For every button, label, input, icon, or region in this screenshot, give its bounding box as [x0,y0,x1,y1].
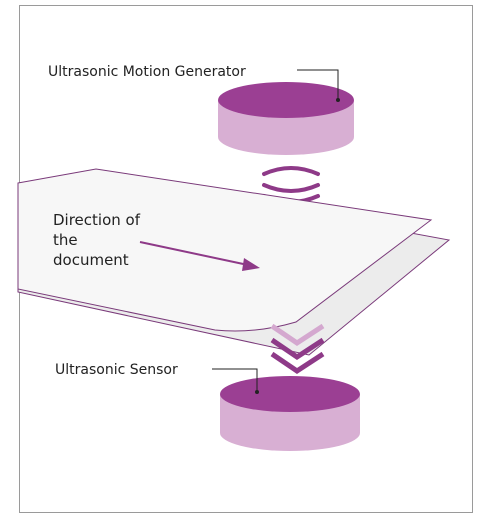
received-chevrons-icon [270,323,325,375]
generator-disk [218,82,354,155]
sensor-label: Ultrasonic Sensor [55,362,178,378]
direction-label: Direction of the document [53,211,140,269]
sensor-leader-dot [255,390,259,394]
sensor-leader-line [212,368,258,392]
generator-leader-dot [336,98,340,102]
direction-arrow-icon [139,241,260,271]
generator-label: Ultrasonic Motion Generator [48,64,246,80]
document-sheet-front [17,168,433,332]
generator-leader-line [297,69,339,100]
sensor-disk [220,376,360,451]
